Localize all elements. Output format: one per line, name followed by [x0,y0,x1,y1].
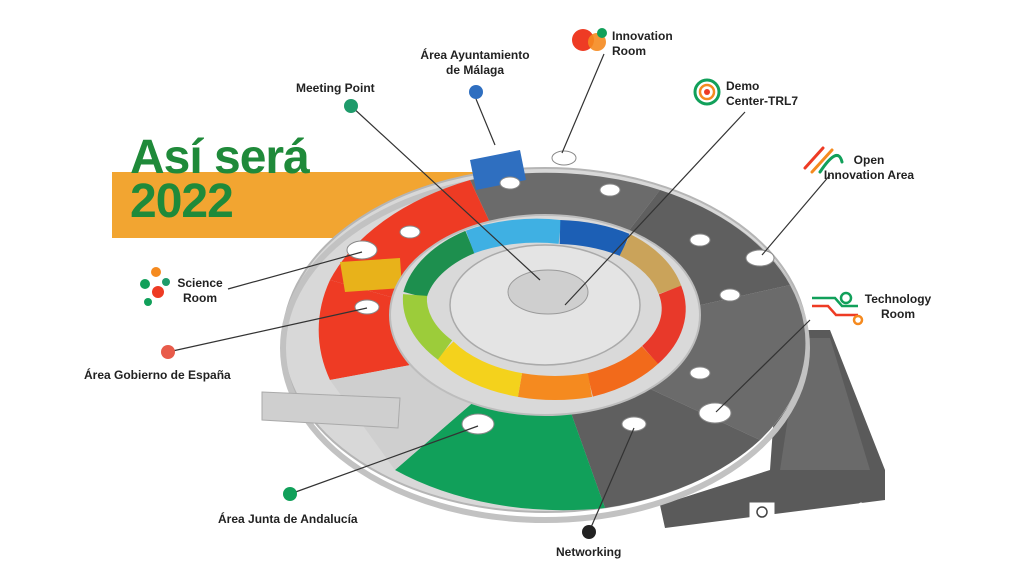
label-networking: Networking [556,545,622,559]
title-line-1: Así será [130,131,310,184]
label-technology-room: Technology Room [864,292,932,321]
title-line-2: 2022 [130,175,234,228]
label-science-room: Science Room [177,276,223,305]
science-room-icon [140,267,170,306]
label-ayuntamiento: Área Ayuntamiento de Málaga [420,48,530,77]
restroom-icon [858,502,876,519]
open-innovation-icon [803,146,844,174]
round-tables [346,150,775,435]
side-building [261,391,401,429]
label-innovation-room: Innovation Room [612,29,673,58]
label-open-innovation: Open Innovation Area [823,153,915,182]
andalucia-dot-icon [283,487,297,501]
page-title: Así será 2022 [130,131,310,228]
technology-room-icon [812,291,864,326]
science-room-area [340,258,402,292]
meeting-point-dot-icon [344,99,358,113]
central-stage [507,269,589,315]
networking-dot-icon [582,525,596,539]
gobierno-dot-icon [161,345,175,359]
leader-lines [167,53,831,533]
demo-center-icon [693,78,721,106]
label-gobierno: Área Gobierno de España [84,368,231,382]
innovation-room-icon [572,28,607,51]
inner-colored-ring [402,218,686,400]
label-andalucia: Área Junta de Andalucía [218,512,358,526]
label-demo-center: Demo Center-TRL7 [726,79,799,108]
restaurant-icon [749,502,775,522]
label-meeting-point: Meeting Point [296,81,375,95]
ayuntamiento-dot-icon [469,85,483,99]
